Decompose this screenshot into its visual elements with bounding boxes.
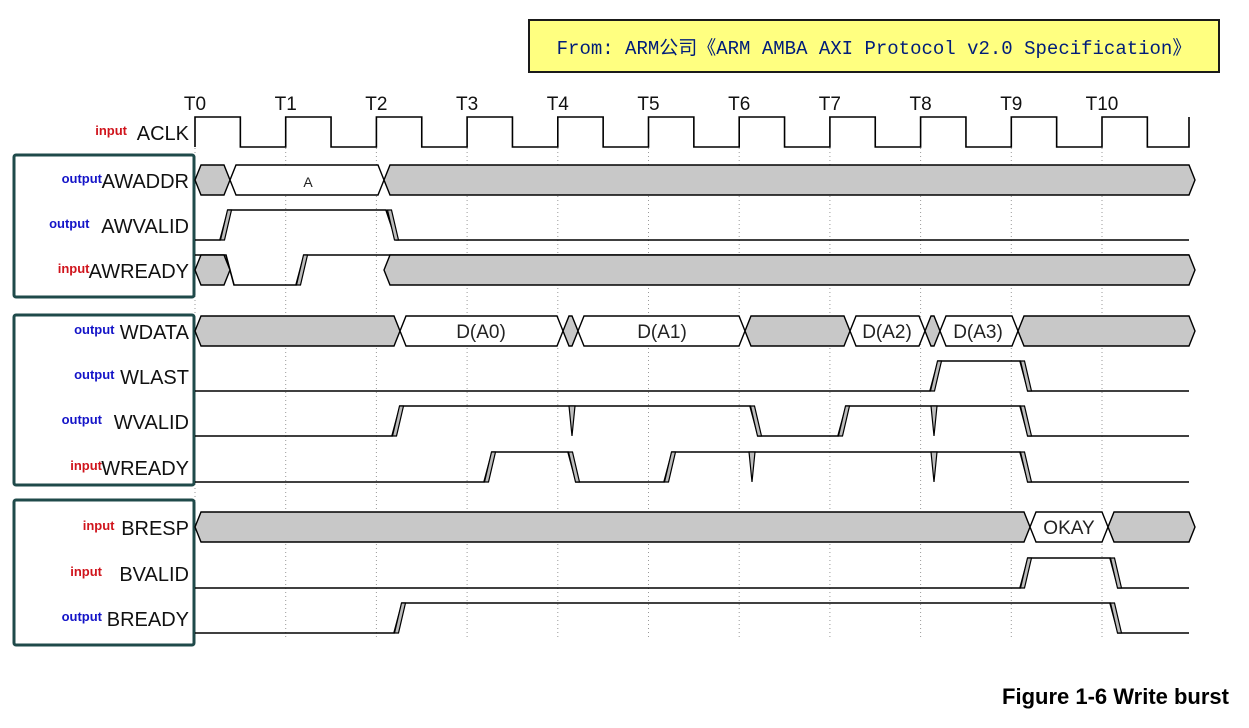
signal-direction-wready: input	[70, 458, 102, 473]
signal-direction-bvalid: input	[70, 564, 102, 579]
signal-name-wready: WREADY	[101, 458, 189, 480]
tick-label-t1: T1	[275, 94, 297, 115]
tick-label-t8: T8	[910, 94, 932, 115]
wdata-invalid-seg-3	[744, 315, 851, 347]
clock-tick-labels: T0 T1 T2 T3 T4 T5 T6 T7 T8 T9 T10	[184, 94, 1118, 115]
signal-name-awaddr: AWADDR	[102, 171, 189, 193]
signal-group-box-1	[12, 153, 196, 299]
waveforms: A D(A0) D(A1) D(A2) D(A3) OKAY	[194, 116, 1196, 634]
wready-glitch-t6	[748, 451, 756, 483]
awaddr-invalid-seg-1	[194, 164, 231, 196]
bready-rise-edge	[393, 602, 407, 634]
tick-label-t4: T4	[547, 94, 570, 115]
signal-name-wlast: WLAST	[120, 367, 189, 389]
bvalid-fall-edge	[1109, 557, 1123, 589]
wdata-invalid-seg-4	[924, 315, 941, 347]
signal-direction-awaddr: output	[62, 171, 103, 186]
wready-fall-edge-2	[1019, 451, 1033, 483]
awready-invalid-seg-2	[383, 254, 1196, 286]
tick-label-t0: T0	[184, 94, 206, 115]
awvalid-rise-edge	[219, 209, 233, 241]
figure-caption: Figure 1-6 Write burst	[1002, 684, 1229, 709]
wvalid-glitch-t4	[568, 405, 576, 437]
signal-direction-awvalid: output	[49, 216, 90, 231]
wready-rise-edge-1	[483, 451, 497, 483]
wdata-invalid-seg-1	[194, 315, 401, 347]
signal-name-awvalid: AWVALID	[101, 216, 189, 238]
awaddr-invalid-seg-2	[383, 164, 1196, 196]
signal-direction-aclk: input	[95, 123, 127, 138]
signal-direction-wvalid: output	[62, 412, 103, 427]
signal-direction-bready: output	[62, 609, 103, 624]
wvalid-fall-edge-1	[749, 405, 763, 437]
signal-labels: ACLKinputAWADDRoutputAWVALIDoutputAWREAD…	[49, 123, 190, 631]
wdata-label-a3: D(A3)	[953, 322, 1003, 343]
signal-name-bvalid: BVALID	[119, 564, 189, 586]
wready-fall-edge-1	[567, 451, 581, 483]
wvalid-fall-edge-2	[1019, 405, 1033, 437]
tick-label-t10: T10	[1086, 94, 1119, 115]
signal-group-box-3	[12, 498, 196, 647]
source-note: From: ARM公司《ARM AMBA AXI Protocol v2.0 S…	[528, 19, 1220, 73]
wdata-label-a0: D(A0)	[456, 322, 506, 343]
wready-waveform	[195, 451, 1189, 483]
awvalid-fall-edge	[386, 209, 400, 241]
signal-direction-awready: input	[58, 261, 90, 276]
wdata-label-a2: D(A2)	[862, 322, 912, 343]
wlast-rise-edge	[929, 360, 943, 392]
tick-label-t3: T3	[456, 94, 478, 115]
signal-name-bresp: BRESP	[121, 518, 189, 540]
tick-label-t7: T7	[819, 94, 841, 115]
wvalid-glitch-t8	[930, 405, 938, 437]
wvalid-waveform	[195, 405, 1189, 437]
bresp-value-label: OKAY	[1043, 518, 1095, 539]
signal-name-bready: BREADY	[107, 609, 189, 631]
tick-label-t5: T5	[637, 94, 659, 115]
tick-label-t9: T9	[1000, 94, 1022, 115]
signal-direction-bresp: input	[83, 518, 115, 533]
signal-direction-wlast: output	[74, 367, 115, 382]
wdata-invalid-seg-2	[562, 315, 579, 347]
wlast-waveform	[195, 360, 1189, 392]
aclk-waveform	[194, 116, 1190, 148]
awready-invalid-seg-1	[194, 254, 231, 286]
bresp-invalid-seg-2	[1107, 511, 1196, 543]
bvalid-waveform	[195, 557, 1189, 589]
clock-guide-lines	[194, 148, 1103, 640]
tick-label-t6: T6	[728, 94, 750, 115]
tick-label-t2: T2	[365, 94, 387, 115]
bready-waveform	[195, 602, 1189, 634]
bresp-invalid-seg-1	[194, 511, 1031, 543]
wdata-label-a1: D(A1)	[637, 322, 687, 343]
wvalid-rise-edge-1	[391, 405, 405, 437]
wvalid-rise-edge-2	[837, 405, 851, 437]
signal-name-awready: AWREADY	[89, 261, 189, 283]
wready-glitch-t8	[930, 451, 938, 483]
wdata-invalid-seg-5	[1017, 315, 1196, 347]
awready-rise-edge	[295, 254, 309, 286]
wlast-fall-edge	[1019, 360, 1033, 392]
signal-group-box-2	[12, 313, 196, 487]
wready-rise-edge-2	[663, 451, 677, 483]
awaddr-value-label: A	[303, 174, 313, 190]
signal-direction-wdata: output	[74, 322, 115, 337]
signal-group-boxes	[12, 153, 196, 647]
bready-fall-edge	[1109, 602, 1123, 634]
awvalid-waveform	[195, 209, 1189, 241]
signal-name-aclk: ACLK	[137, 123, 190, 145]
bvalid-rise-edge	[1019, 557, 1033, 589]
signal-name-wvalid: WVALID	[114, 412, 189, 434]
signal-name-wdata: WDATA	[120, 322, 190, 344]
